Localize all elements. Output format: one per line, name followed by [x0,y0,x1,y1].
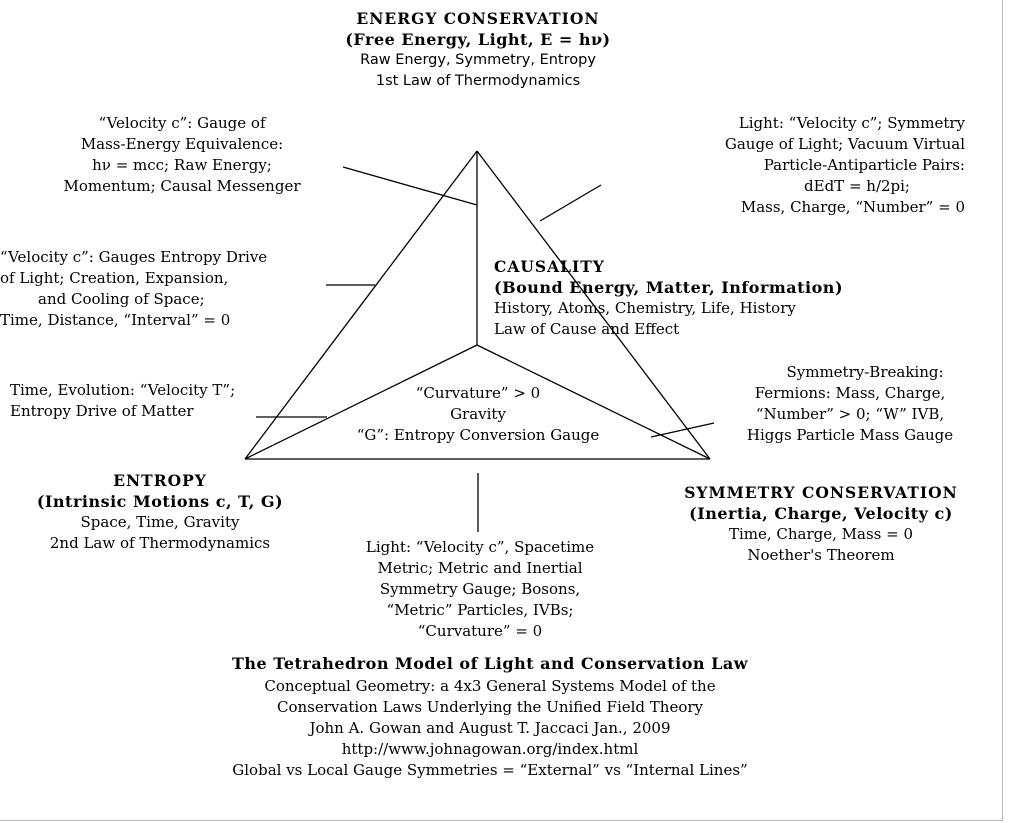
energy-conservation-title: ENERGY CONSERVATION [356,9,600,28]
entropy-title: ENTROPY [113,471,207,490]
symmetry-conservation-subtitle: (Inertia, Charge, Velocity c) [689,504,953,523]
pointer-light-symmetry [539,184,602,222]
energy-conservation-block: ENERGY CONSERVATION (Free Energy, Light,… [318,8,638,92]
entropy-block: ENTROPY (Intrinsic Motions c, T, G) Spac… [0,470,320,554]
time-evolution-line2: Entropy Drive of Matter [10,402,194,420]
symmetry-conservation-block: SYMMETRY CONSERVATION (Inertia, Charge, … [646,482,996,566]
footer-line5: Global vs Local Gauge Symmetries = “Exte… [232,761,748,779]
center-gravity-block: “Curvature” > 0 Gravity “G”: Entropy Con… [328,383,628,446]
velocity-entropy-line2: of Light; Creation, Expansion, [0,269,229,287]
center-gravity-line1: “Curvature” > 0 [415,384,541,402]
velocity-mass-line4: Momentum; Causal Messenger [63,177,301,195]
tetrahedron-edge-inner-left [244,344,478,460]
time-evolution-block: Time, Evolution: “Velocity T”; Entropy D… [10,380,310,422]
time-evolution-line1: Time, Evolution: “Velocity T”; [10,381,236,399]
velocity-entropy-line1: “Velocity c”: Gauges Entropy Drive [0,248,268,266]
center-gravity-line2: Gravity [450,405,506,423]
energy-conservation-subtitle: (Free Energy, Light, E = hν) [345,30,611,49]
light-symmetry-line4: dEdT = h/2pi; [804,177,910,195]
causality-subtitle: (Bound Energy, Matter, Information) [494,278,844,297]
light-symmetry-line2: Gauge of Light; Vacuum Virtual [724,135,965,153]
entropy-line1: Space, Time, Gravity [80,513,240,531]
velocity-entropy-line4: Time, Distance, “Interval” = 0 [0,311,231,329]
symmetry-breaking-line4: Higgs Particle Mass Gauge [746,426,954,444]
pointer-symmetry-breaking [650,422,715,438]
light-metric-block: Light: “Velocity c”, Spacetime Metric; M… [325,537,635,642]
tetrahedron-edge-right [476,150,711,460]
symmetry-breaking-line1: Symmetry-Breaking: [786,363,944,381]
footer-line1: Conceptual Geometry: a 4x3 General Syste… [264,677,716,695]
pointer-velocity-mass [342,166,478,206]
velocity-mass-line2: Mass-Energy Equivalence: [80,135,284,153]
center-gravity-line3: “G”: Entropy Conversion Gauge [356,426,600,444]
footer-line3: John A. Gowan and August T. Jaccaci Jan.… [309,719,671,737]
light-metric-line2: Metric; Metric and Inertial [377,559,583,577]
light-symmetry-block: Light: “Velocity c”; Symmetry Gauge of L… [620,113,965,218]
symmetry-breaking-block: Symmetry-Breaking: Fermions: Mass, Charg… [700,362,1000,446]
causality-line2: Law of Cause and Effect [494,320,680,338]
velocity-mass-line1: “Velocity c”: Gauge of [98,114,266,132]
symmetry-breaking-line2: Fermions: Mass, Charge, [754,384,946,402]
tetrahedron-edge-left [244,150,478,460]
footer-url: http://www.johnagowan.org/index.html [341,740,639,758]
energy-conservation-line1: Raw Energy, Symmetry, Entropy [360,52,596,68]
causality-block: CAUSALITY (Bound Energy, Matter, Informa… [494,256,944,340]
symmetry-breaking-line3: “Number” > 0; “W” IVB, [755,405,945,423]
velocity-mass-block: “Velocity c”: Gauge of Mass-Energy Equiv… [22,113,342,197]
symmetry-conservation-line2: Noether's Theorem [747,546,895,564]
light-symmetry-line3: Particle-Antiparticle Pairs: [763,156,965,174]
causality-line1: History, Atoms, Chemistry, Life, History [494,299,796,317]
energy-conservation-line2: 1st Law of Thermodynamics [375,73,581,89]
causality-title: CAUSALITY [494,257,605,276]
velocity-entropy-line3: and Cooling of Space; [38,290,205,308]
symmetry-conservation-title: SYMMETRY CONSERVATION [684,483,958,502]
light-metric-line5: “Curvature” = 0 [417,622,543,640]
footer-block: The Tetrahedron Model of Light and Conse… [90,653,890,781]
footer-title: The Tetrahedron Model of Light and Conse… [232,654,748,673]
light-metric-line4: “Metric” Particles, IVBs; [386,601,574,619]
light-metric-line3: Symmetry Gauge; Bosons, [379,580,581,598]
light-symmetry-line1: Light: “Velocity c”; Symmetry [738,114,965,132]
entropy-line2: 2nd Law of Thermodynamics [49,534,271,552]
light-metric-line1: Light: “Velocity c”, Spacetime [365,538,595,556]
symmetry-conservation-line1: Time, Charge, Mass = 0 [728,525,914,543]
entropy-subtitle: (Intrinsic Motions c, T, G) [36,492,284,511]
velocity-entropy-block: “Velocity c”: Gauges Entropy Drive of Li… [0,247,380,331]
tetrahedron-edge-inner-right [476,344,711,460]
light-symmetry-line5: Mass, Charge, “Number” = 0 [740,198,965,216]
velocity-mass-line3: hν = mcc; Raw Energy; [92,156,272,174]
footer-line2: Conservation Laws Underlying the Unified… [276,698,704,716]
